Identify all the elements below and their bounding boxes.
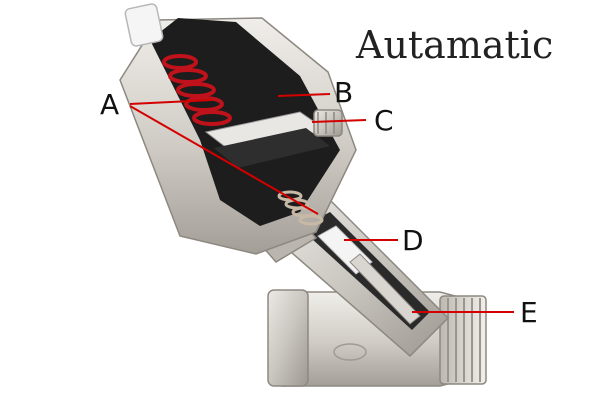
label-b: B	[334, 76, 353, 109]
leader-lines	[129, 93, 514, 313]
label-c: C	[374, 104, 394, 137]
indicator-cap	[124, 3, 164, 47]
leader-a-upper	[129, 99, 213, 105]
actuator-spring	[162, 54, 232, 126]
leader-b	[277, 93, 331, 97]
leader-c	[311, 119, 367, 123]
leader-a-lower	[129, 105, 319, 215]
stem-housing	[260, 199, 450, 358]
label-d: D	[402, 224, 424, 257]
diagram-title: Autamatic	[355, 23, 553, 67]
actuator-head	[119, 17, 357, 255]
side-fitting	[313, 109, 343, 137]
outlet-thread	[439, 295, 487, 385]
label-a: A	[100, 88, 119, 121]
label-e: E	[520, 296, 538, 329]
